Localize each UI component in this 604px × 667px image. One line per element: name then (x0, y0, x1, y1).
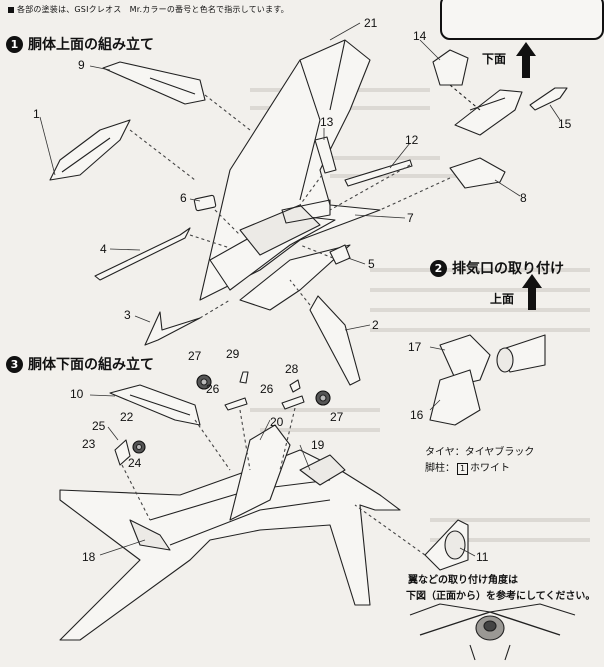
part-7-label: 7 (407, 211, 414, 225)
part-3-label: 3 (124, 308, 131, 322)
part-2-label: 2 (372, 318, 379, 332)
part-19-label: 19 (311, 438, 325, 452)
part-9-label: 9 (78, 58, 85, 72)
paint-number-box: 1 (457, 463, 468, 475)
step-title: 胴体下面の組み立て (28, 357, 154, 373)
corner-frame (440, 0, 604, 40)
step-title: 胴体上面の組み立て (28, 37, 154, 53)
part-13-label: 13 (320, 115, 334, 129)
step-2-heading: 2 排気口の取り付け (430, 258, 564, 278)
arrow-up-icon (522, 274, 542, 310)
angle-note-line1: 翼などの取り付け角度は (408, 575, 518, 586)
front-view-diagram (409, 603, 576, 661)
step-number: 3 (6, 355, 23, 373)
faded-background-text (378, 258, 386, 284)
part-21-label: 21 (364, 16, 378, 30)
part-5-label: 5 (368, 257, 375, 271)
part-29-label: 29 (226, 347, 240, 361)
part-4-label: 4 (100, 242, 107, 256)
inset-parts-14-15 (432, 49, 568, 136)
part-14-label: 14 (413, 29, 427, 43)
bullet-square-icon (8, 6, 14, 13)
step3-lower-fuselage (59, 371, 469, 641)
tire-paint-note: タイヤ：タイヤブラック (425, 447, 535, 458)
part-17-label: 17 (408, 340, 422, 354)
top-view-label: 上面 (490, 292, 515, 306)
part-6-label: 6 (180, 191, 187, 205)
header-note: 各部の塗装は、GSIクレオス Mr.カラーの番号と色名で指示しています。 (8, 4, 289, 15)
bottom-view-label: 下面 (482, 52, 507, 66)
part-18-label: 18 (82, 550, 96, 564)
angle-note-line2: 下図（正面から）を参考にしてください。 (406, 591, 596, 602)
angle-note: 翼などの取り付け角度は 下図（正面から）を参考にしてください。 (406, 573, 596, 605)
part-12-label: 12 (405, 133, 419, 147)
part-27b-label: 27 (330, 410, 344, 424)
part-8-label: 8 (520, 191, 527, 205)
leg-label: 脚柱： (425, 463, 455, 474)
leg-color: ホワイト (470, 463, 510, 474)
part-27a-label: 27 (188, 349, 202, 363)
part-26a-label: 26 (206, 382, 220, 396)
part-26b-label: 26 (260, 382, 274, 396)
part-24-label: 24 (128, 456, 142, 470)
step-number: 2 (430, 259, 447, 277)
step-1-heading: 1 胴体上面の組み立て (6, 34, 154, 54)
part-15-label: 15 (558, 117, 572, 131)
part-1-label: 1 (33, 107, 40, 121)
part-20-label: 20 (270, 415, 284, 429)
step2-exhaust (429, 334, 546, 426)
part-16-label: 16 (410, 408, 424, 422)
step-title: 排気口の取り付け (452, 261, 564, 277)
part-22-label: 22 (120, 410, 134, 424)
arrow-up-icon (516, 42, 536, 78)
step-number: 1 (6, 35, 23, 53)
part-23-label: 23 (82, 437, 96, 451)
step-3-heading: 3 胴体下面の組み立て (6, 354, 154, 374)
part-28-label: 28 (285, 362, 299, 376)
leader-lines (39, 22, 561, 557)
step1-upper-fuselage (49, 39, 506, 386)
part-11-label: 11 (476, 550, 489, 564)
part-25-label: 25 (92, 419, 106, 433)
part-10-label: 10 (70, 387, 84, 401)
